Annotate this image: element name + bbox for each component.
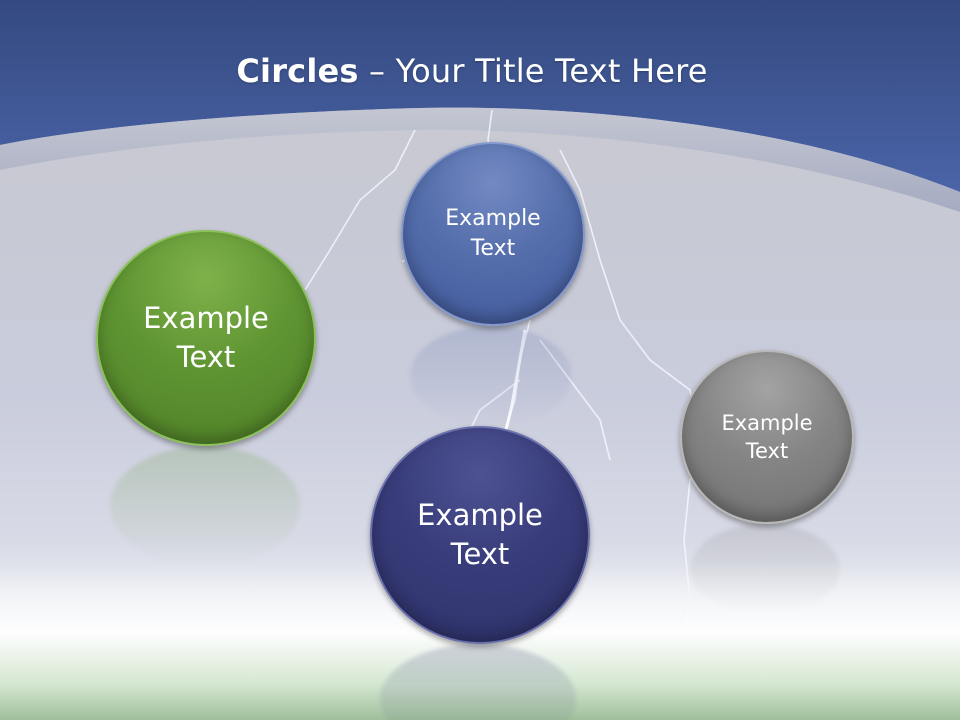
title-rest: – Your Title Text Here xyxy=(358,52,708,90)
title-bold: Circles xyxy=(236,52,359,90)
blue-circle-reflection xyxy=(410,326,572,426)
circle-gray: Example Text xyxy=(680,350,854,524)
circle-blue-label: Example Text xyxy=(445,206,541,261)
slide-title: Circles – Your Title Text Here xyxy=(0,52,944,90)
gray-circle-reflection xyxy=(690,524,840,614)
circle-gray-label: Example Text xyxy=(721,410,813,463)
circle-green-label: Example Text xyxy=(143,300,269,374)
circle-navy-label: Example Text xyxy=(417,497,543,571)
green-circle-reflection xyxy=(110,446,300,566)
circle-navy: Example Text xyxy=(370,426,590,644)
circle-green: Example Text xyxy=(96,230,316,446)
circle-blue: Example Text xyxy=(401,142,585,326)
